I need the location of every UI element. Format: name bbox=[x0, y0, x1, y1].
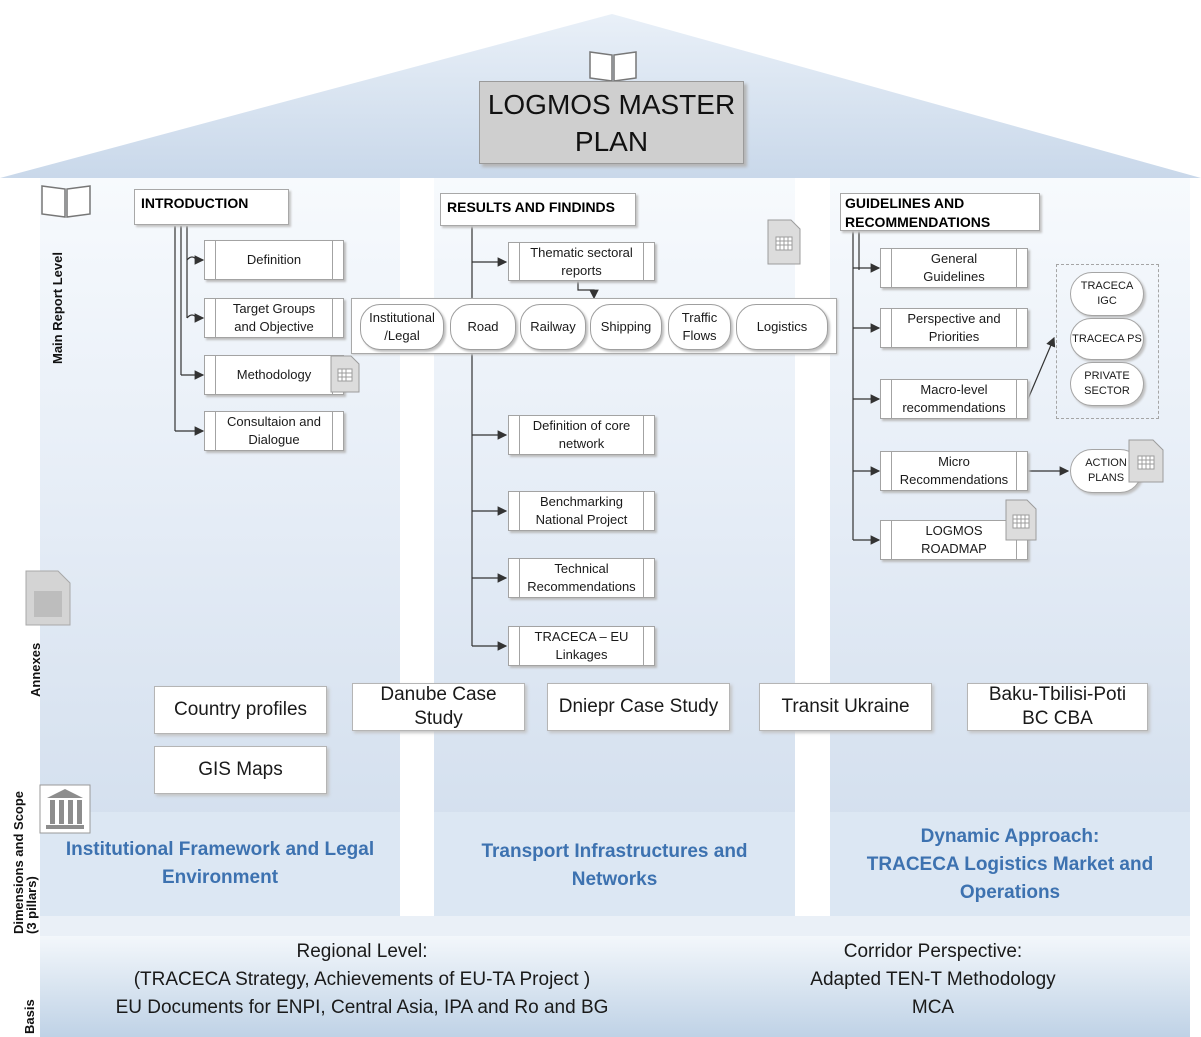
sheet-icon bbox=[767, 219, 801, 265]
book-icon bbox=[41, 185, 91, 218]
intro-methodology-node: Methodology bbox=[204, 355, 344, 395]
pillar-middle-column bbox=[434, 178, 795, 916]
annex-baku-tbilisi-poti: Baku-Tbilisi-Poti BC CBA bbox=[967, 683, 1148, 731]
sector-road: Road bbox=[450, 304, 516, 350]
institution-icon bbox=[39, 784, 91, 834]
pillar-left-column bbox=[40, 178, 400, 916]
master-plan-title: LOGMOS MASTER PLAN bbox=[479, 81, 744, 164]
pillar-title-dynamic: Dynamic Approach: TRACECA Logistics Mark… bbox=[866, 826, 1154, 903]
dimensions-label: Dimensions and Scope (3 pillars) bbox=[11, 790, 39, 934]
annex-danube-case-study: Danube Case Study bbox=[352, 683, 525, 731]
sector-institutional-legal: Institutional /Legal bbox=[360, 304, 444, 350]
technical-recommendations-node: Technical Recommendations bbox=[508, 558, 655, 598]
general-guidelines-node: General Guidelines bbox=[880, 248, 1028, 288]
sector-logistics: Logistics bbox=[736, 304, 828, 350]
annex-gis-maps: GIS Maps bbox=[154, 746, 327, 794]
book-icon bbox=[589, 51, 637, 82]
stakeholders-group bbox=[1056, 264, 1159, 419]
annex-transit-ukraine: Transit Ukraine bbox=[759, 683, 932, 731]
basis-corridor-perspective: Corridor Perspective: Adapted TEN-T Meth… bbox=[810, 941, 1056, 1018]
macro-recommendations-node: Macro-level recommendations bbox=[880, 379, 1028, 419]
perspective-priorities-node: Perspective and Priorities bbox=[880, 308, 1028, 348]
basis-label: Basis bbox=[22, 999, 37, 1034]
logmos-roadmap-node: LOGMOS ROADMAP bbox=[880, 520, 1028, 560]
sheet-icon bbox=[1128, 439, 1164, 483]
intro-consultation-node: Consultaion and Dialogue bbox=[204, 411, 344, 451]
basis-band bbox=[40, 936, 1190, 1037]
thematic-reports-node: Thematic sectoral reports bbox=[508, 242, 655, 281]
pillar-right-foot bbox=[830, 812, 1190, 916]
document-icon bbox=[25, 570, 71, 626]
results-heading: RESULTS AND FINDINDS bbox=[440, 193, 636, 226]
basis-top-strip bbox=[40, 916, 1190, 936]
intro-definition-node: Definition bbox=[204, 240, 344, 280]
annexes-label: Annexes bbox=[28, 642, 43, 697]
pillar-left-foot bbox=[40, 812, 400, 916]
core-network-node: Definition of core network bbox=[508, 415, 655, 455]
stakeholder-private-sector: PRIVATE SECTOR bbox=[1070, 362, 1144, 406]
intro-target-groups-node: Target Groups and Objective bbox=[204, 298, 344, 338]
guidelines-heading: GUIDELINES AND RECOMMENDATIONS bbox=[840, 193, 1040, 231]
sheet-icon bbox=[330, 355, 360, 393]
sector-traffic-flows: Traffic Flows bbox=[668, 304, 731, 350]
sector-railway: Railway bbox=[520, 304, 586, 350]
annex-dniepr-case-study: Dniepr Case Study bbox=[547, 683, 730, 731]
sheet-icon bbox=[1005, 499, 1037, 541]
pillar-title-institutional: Institutional Framework and Legal Enviro… bbox=[65, 839, 375, 888]
annex-country-profiles: Country profiles bbox=[154, 686, 327, 734]
basis-regional-level: Regional Level: (TRACECA Strategy, Achie… bbox=[115, 941, 609, 1018]
micro-recommendations-node: Micro Recommendations bbox=[880, 451, 1028, 491]
traceca-eu-linkages-node: TRACECA – EU Linkages bbox=[508, 626, 655, 666]
pillar-middle-foot bbox=[434, 812, 795, 916]
pillar-title-transport: Transport Infrastructures and Networks bbox=[481, 841, 748, 890]
sector-shipping: Shipping bbox=[590, 304, 662, 350]
stakeholder-traceca-ps: TRACECA PS bbox=[1070, 318, 1144, 360]
main-report-level-label: Main Report Level bbox=[50, 252, 65, 364]
introduction-heading: INTRODUCTION bbox=[134, 189, 289, 225]
stakeholder-traceca-igc: TRACECA IGC bbox=[1070, 272, 1144, 316]
benchmarking-node: Benchmarking National Project bbox=[508, 491, 655, 531]
